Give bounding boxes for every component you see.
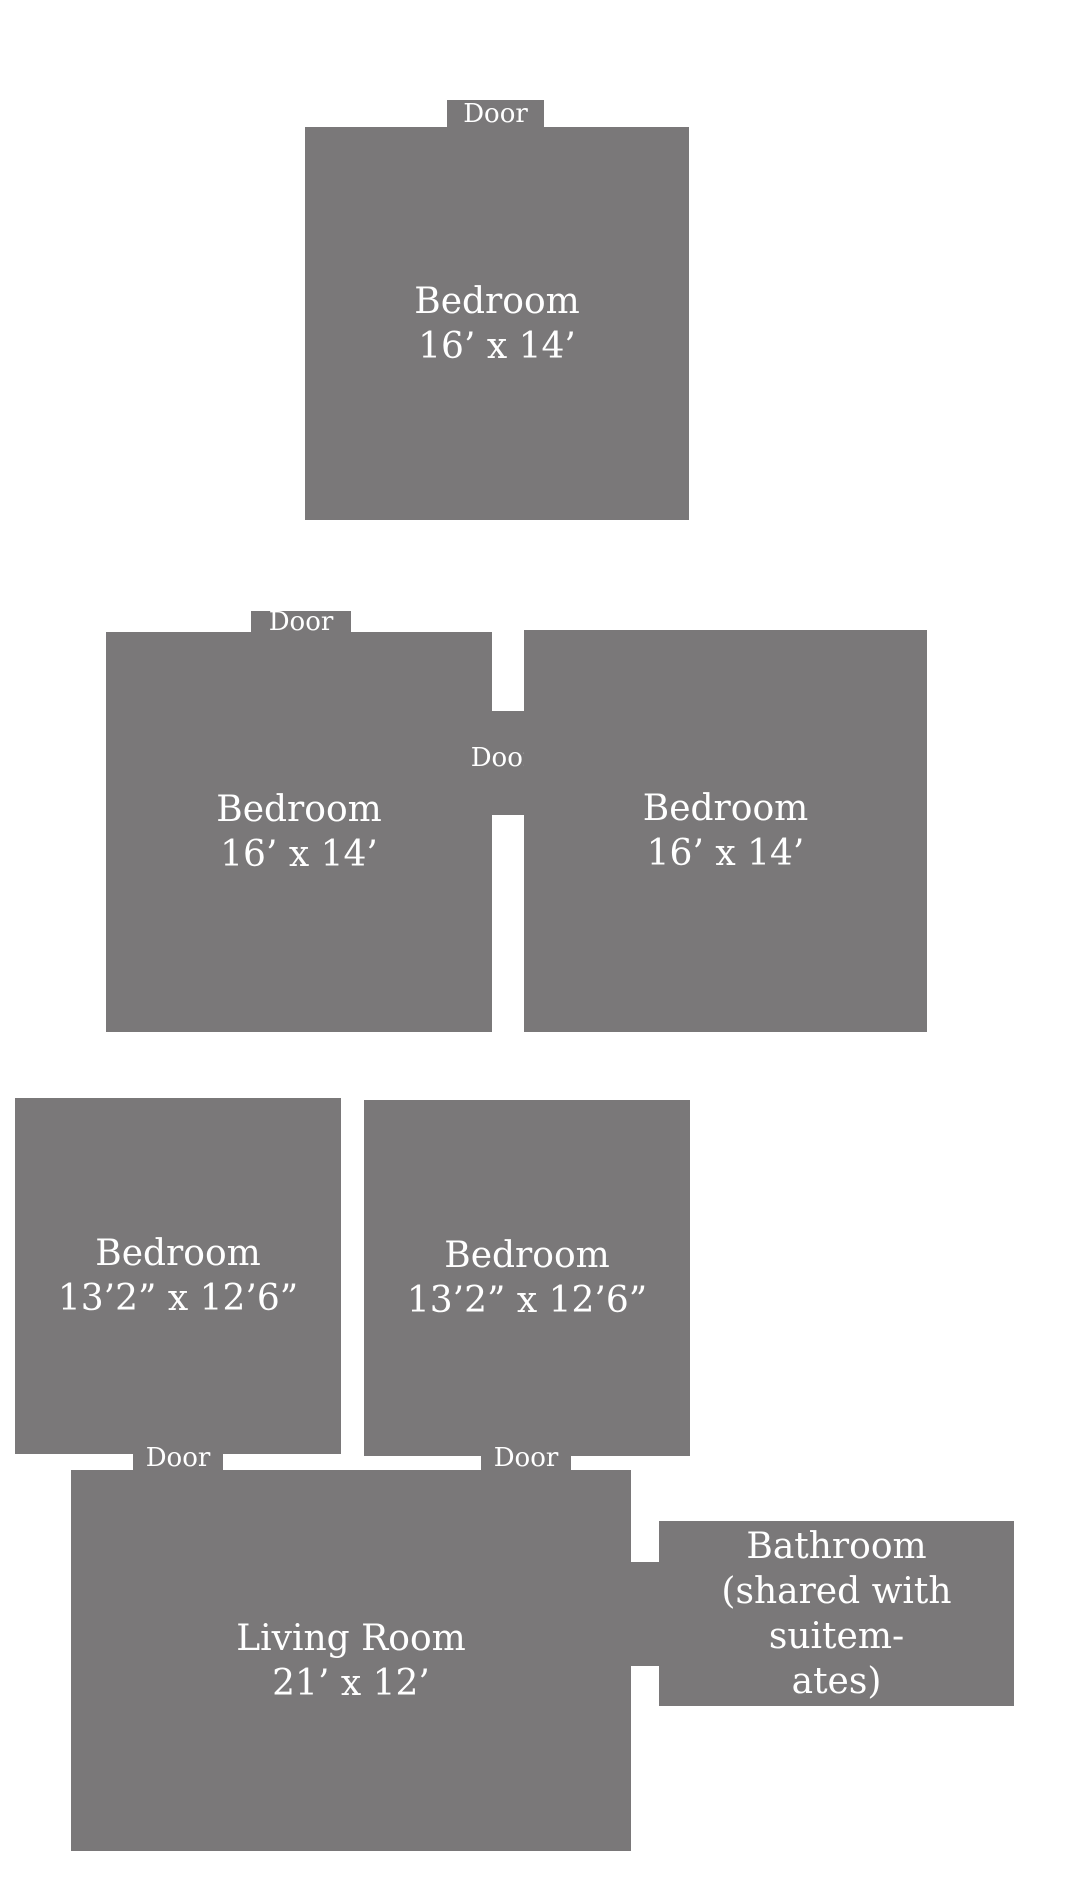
room-name: Bedroom	[642, 788, 809, 829]
door-connector	[492, 711, 524, 815]
bedroom-middle-left: Bedroom 16’ x 14’	[106, 632, 492, 1032]
room-size: 21’ x 12’	[272, 1662, 430, 1704]
room-name: Bedroom	[444, 1235, 610, 1276]
door-tab: Door	[251, 607, 351, 637]
room-name: Living Room	[236, 1617, 466, 1659]
door-tab: Door	[133, 1443, 223, 1473]
door-label: Door	[145, 1443, 211, 1473]
bedroom-top: Bedroom 16’ x 14’	[305, 127, 689, 520]
door-tab: Door	[481, 1443, 571, 1473]
room-size: 13’2” x 12’6”	[406, 1280, 648, 1321]
room-name: Bedroom	[216, 789, 382, 830]
room-size: 16’ x 14’	[220, 834, 378, 875]
door-label: Door	[463, 99, 528, 129]
room-size: 16’ x 14’	[418, 325, 576, 367]
room-name: Bedroom	[95, 1233, 261, 1274]
living-room: Living Room 21’ x 12’	[71, 1470, 631, 1851]
room-name: Bedroom	[414, 280, 580, 322]
bedroom-bottom-right: Bedroom 13’2” x 12’6”	[364, 1100, 690, 1456]
bathroom: Bathroom (shared with suitem- ates)	[659, 1521, 1014, 1706]
room-size: 16’ x 14’	[646, 833, 805, 874]
bathroom-line-2: (shared with suitem-	[721, 1570, 952, 1657]
bedroom-bottom-left: Bedroom 13’2” x 12’6”	[15, 1098, 341, 1454]
bathroom-connector	[631, 1562, 659, 1666]
room-size: 13’2” x 12’6”	[57, 1278, 299, 1319]
door-tab: Door	[447, 99, 544, 129]
bathroom-line-1: Bathroom	[746, 1525, 927, 1567]
bedroom-middle-right: Bedroom 16’ x 14’	[524, 630, 927, 1032]
bathroom-line-3: ates)	[791, 1660, 882, 1702]
door-label: Door	[493, 1443, 559, 1473]
